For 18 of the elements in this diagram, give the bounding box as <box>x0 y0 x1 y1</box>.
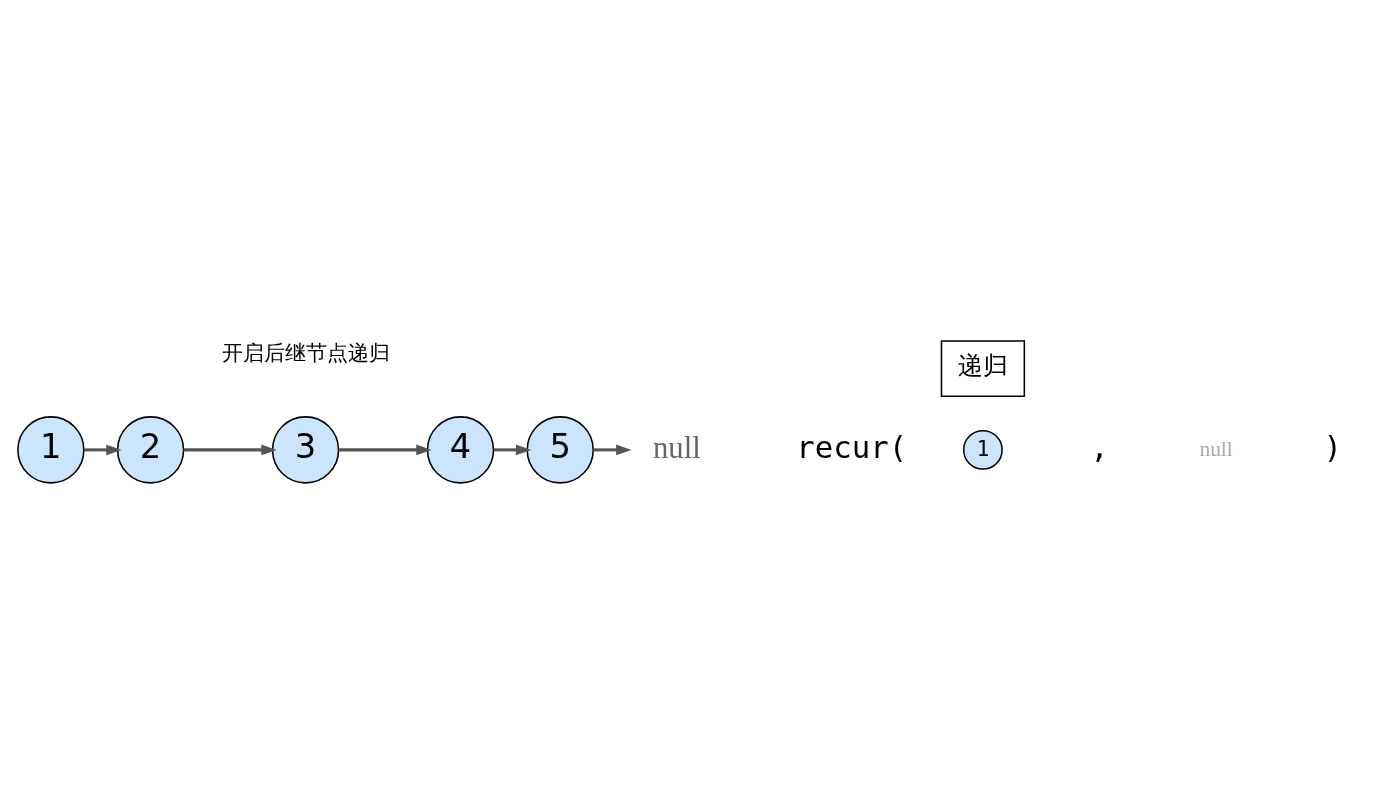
node-circle: 4 <box>426 415 495 484</box>
node-circle: 1 <box>17 415 85 484</box>
label: , <box>1090 429 1109 465</box>
node-circle: 5 <box>526 415 594 484</box>
node-circle: 3 <box>271 415 340 484</box>
arrow <box>593 444 632 455</box>
label: null <box>1199 436 1233 461</box>
node-text: null <box>652 430 701 465</box>
arrow <box>84 444 122 455</box>
node-circle: 1 <box>962 429 1003 470</box>
arrow <box>493 444 532 455</box>
label: 开启后继节点递归 <box>221 339 390 365</box>
label: ) <box>1323 429 1342 465</box>
arrow <box>183 444 277 455</box>
node-circle: 2 <box>116 415 185 484</box>
arrow <box>338 444 432 455</box>
node-box: 递归 <box>940 339 1026 397</box>
label: recur( <box>796 429 908 465</box>
